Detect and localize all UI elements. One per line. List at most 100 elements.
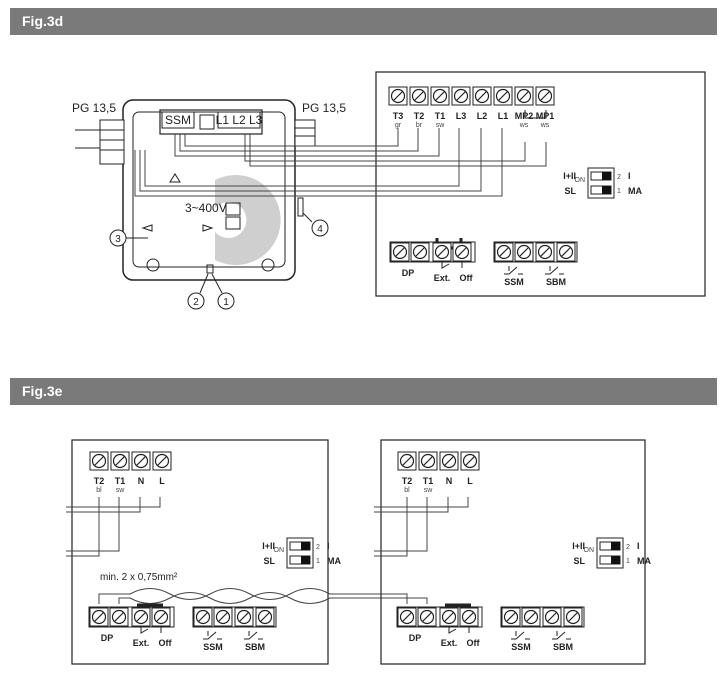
fig3d-top-terminal: [472, 86, 492, 106]
fig3e-right-top-terminal-label: T2: [402, 476, 413, 486]
module-lines-label: L1 L2 L3: [216, 113, 263, 127]
fig3e-left-top-terminal-label: N: [138, 476, 145, 486]
fig3d-top-terminal: [493, 86, 513, 106]
terminal-module: [159, 109, 263, 135]
left-cable-gland: [99, 119, 125, 165]
fig3d-top-terminal-label: MP2: [515, 111, 534, 121]
fig3e-left-switch-right-top: I: [327, 541, 330, 551]
fig3e-right-off-label: Off: [467, 638, 481, 648]
fig3d-top-terminal: [430, 86, 450, 106]
callout-2: 2: [193, 297, 199, 308]
fig3d-bottom-terminal: [410, 242, 430, 262]
watermark-shape: [215, 175, 281, 266]
fig3d-top-terminal-sub: sw: [436, 122, 446, 129]
relay-contact-icon: [511, 631, 530, 640]
fig3e-left-off-label: Off: [159, 638, 173, 648]
fig3e-right-top-terminal: [418, 451, 438, 471]
fig3e-left-dp-label: DP: [101, 633, 114, 643]
fig3e-left-ext-label: Ext.: [133, 638, 150, 648]
fig3d-switch-n1: 1: [617, 188, 621, 195]
fig3e-right-switch-left-bottom: SL: [573, 556, 585, 566]
fig3e-right-bottom-terminal: [563, 607, 583, 627]
fig3d-top-terminal: [451, 86, 471, 106]
fig3e-left-top-terminal: [152, 451, 172, 471]
fig3d-ext-label: Ext.: [434, 273, 451, 283]
fig3e-right-top-terminal-label: N: [446, 476, 453, 486]
fig3e-left-top-terminal: [110, 451, 130, 471]
fig3e-right-top-terminal: [460, 451, 480, 471]
control-box-3e-right: [380, 439, 646, 665]
fig3e-left-top-terminal-label: T1: [115, 476, 126, 486]
fig3e-right-bottom-terminal: [501, 607, 521, 627]
fig3d-bottom-terminal: [390, 242, 410, 262]
fig-3d-header: Fig.3d: [10, 8, 717, 35]
pg-left-label: PG 13,5: [72, 101, 116, 115]
fig-3d-diagram: SSM L1 L2 L3 3~400V PG 13,5 PG 13,5 3 4 …: [72, 71, 706, 310]
fig3e-right-bottom-terminal: [439, 607, 459, 627]
fig3d-bottom-terminal: [432, 242, 452, 262]
fig3e-right-sbm-label: SBM: [553, 642, 573, 652]
fig3d-bottom-terminal: [494, 242, 514, 262]
fig3d-top-terminal-label: T2: [414, 111, 425, 121]
fig3e-left-top-terminal: [131, 451, 151, 471]
fig3d-top-terminal-label: T3: [393, 111, 404, 121]
fig3e-left-bottom-terminal: [131, 607, 151, 627]
fig3d-top-terminal-label: L2: [477, 111, 488, 121]
fig3e-left-top-terminal: [89, 451, 109, 471]
voltage-label: 3~400V: [185, 201, 227, 215]
fig3d-bottom-terminal: [535, 242, 555, 262]
fig3d-switch-right-top: I: [628, 171, 631, 181]
fig3e-left-top-terminal-sub: bl: [96, 487, 102, 494]
right-cable-gland: [294, 119, 316, 147]
fig3e-right-top-terminal-label: T1: [423, 476, 434, 486]
fig3d-switch-left-top: I+II: [563, 171, 576, 181]
fig3e-right-bottom-terminal: [542, 607, 562, 627]
fig3e-left-sbm-label: SBM: [245, 642, 265, 652]
fig3d-top-terminal: [535, 86, 555, 106]
fig3e-left-bottom-terminal: [109, 607, 129, 627]
fig3e-right-top-terminal: [439, 451, 459, 471]
relay-contact-icon: [545, 266, 564, 275]
relay-contact-icon: [244, 631, 263, 640]
fig3d-top-terminal-sub: br: [416, 122, 423, 129]
fig3e-left-switch-left-top: I+II: [262, 541, 275, 551]
fig3d-top-terminal-sub: ws: [540, 122, 550, 129]
fig3e-left-bottom-terminal: [193, 607, 213, 627]
fig-3e-diagram: min. 2 x 0,75mm²: [66, 439, 646, 665]
fig3d-top-terminal-label: L3: [456, 111, 467, 121]
fig3d-switch-left-bottom: SL: [564, 186, 576, 196]
fig3d-top-terminal-label: T1: [435, 111, 446, 121]
fig3d-switch-n2: 2: [617, 174, 621, 181]
fig3e-left-bottom-terminal: [213, 607, 233, 627]
control-box-3e-left: [71, 439, 329, 665]
fig3d-off-label: Off: [460, 273, 474, 283]
fig-3e-title: Fig.3e: [22, 383, 63, 399]
fig3e-left-switch-left-bottom: SL: [263, 556, 275, 566]
fig3e-left-switch-n1: 1: [316, 558, 320, 565]
cable-note: min. 2 x 0,75mm²: [100, 572, 178, 583]
fig3e-left-bottom-terminal: [234, 607, 254, 627]
fig3e-left-top-terminal-sub: sw: [116, 487, 126, 494]
fig3d-switch-on: ON: [575, 177, 586, 184]
fig3d-bottom-terminal: [556, 242, 576, 262]
module-ssm-label: SSM: [165, 113, 191, 127]
fig3e-right-switch-left-top: I+II: [572, 541, 585, 551]
fig3e-right-switch-n2: 2: [626, 544, 630, 551]
control-box-3d: [375, 71, 706, 297]
fig-3e-header: Fig.3e: [10, 378, 717, 405]
fig3e-right-ssm-label: SSM: [511, 642, 531, 652]
pump-housing: [122, 99, 296, 281]
fig3e-right-bottom-terminal: [417, 607, 437, 627]
fig3e-right-top-terminal-sub: sw: [424, 487, 434, 494]
pg-right-label: PG 13,5: [302, 101, 346, 115]
fig3d-bottom-terminal: [452, 242, 472, 262]
callout-1: 1: [223, 297, 229, 308]
fig3e-left-bottom-terminal: [255, 607, 275, 627]
fig3e-left-bottom-terminal: [89, 607, 109, 627]
fig3e-right-top-terminal-label: L: [467, 476, 473, 486]
fig3e-right-switch-right-top: I: [637, 541, 640, 551]
fig3d-top-terminal-sub: gr: [395, 122, 402, 129]
fig3e-left-top-terminal-label: T2: [94, 476, 105, 486]
fig3d-top-terminal: [514, 86, 534, 106]
